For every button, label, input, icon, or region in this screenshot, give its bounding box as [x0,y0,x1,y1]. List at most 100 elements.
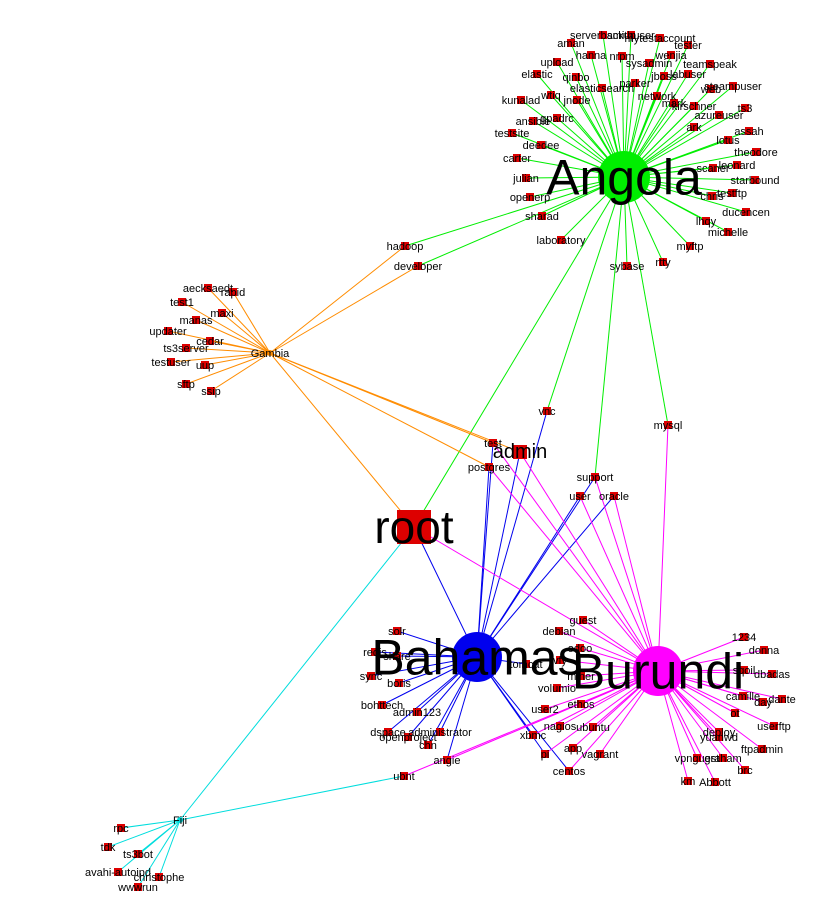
node-g12[interactable] [207,387,215,395]
node-a8[interactable] [618,52,626,60]
node-a35[interactable] [752,148,760,156]
node-a40[interactable] [751,176,759,184]
node-mysql[interactable] [664,421,672,429]
node-u16[interactable] [739,692,747,700]
hub-fiji[interactable] [177,817,183,823]
node-u29[interactable] [556,656,564,664]
node-u17[interactable] [778,695,786,703]
node-a12[interactable] [533,70,541,78]
node-b3[interactable] [393,652,401,660]
node-u8[interactable] [556,722,564,730]
node-ubnt[interactable] [400,772,408,780]
node-g2[interactable] [229,288,237,296]
node-a4[interactable] [656,34,664,42]
node-u9[interactable] [589,723,597,731]
node-g10[interactable] [201,361,209,369]
node-a5[interactable] [587,51,595,59]
node-f5[interactable] [155,873,163,881]
node-a32[interactable] [745,127,753,135]
node-a31[interactable] [508,129,516,137]
hub-bahamas[interactable] [452,632,502,682]
node-u18[interactable] [759,698,767,706]
node-root[interactable] [397,510,431,544]
node-u14[interactable] [740,666,748,674]
node-admin[interactable] [513,445,527,459]
node-b13[interactable] [529,731,537,739]
node-a23[interactable] [653,92,661,100]
node-a39[interactable] [522,174,530,182]
node-a45[interactable] [538,212,546,220]
node-u6[interactable] [577,700,585,708]
node-a20[interactable] [517,96,525,104]
node-u5[interactable] [553,684,561,692]
node-u1[interactable] [579,616,587,624]
node-a36[interactable] [513,154,521,162]
node-b9[interactable] [436,728,444,736]
node-g6[interactable] [164,327,172,335]
node-hadoop[interactable] [401,242,409,250]
node-a30[interactable] [690,123,698,131]
node-u7[interactable] [541,705,549,713]
node-a6[interactable] [667,51,675,59]
hub-gambia[interactable] [267,350,273,356]
node-b14[interactable] [541,750,549,758]
node-b12[interactable] [443,756,451,764]
node-a13[interactable] [660,72,668,80]
node-b16[interactable] [522,660,530,668]
node-u20[interactable] [770,722,778,730]
node-b2[interactable] [371,648,379,656]
node-f1[interactable] [117,824,125,832]
node-a19[interactable] [707,85,715,93]
node-g3[interactable] [178,298,186,306]
node-vnc[interactable] [543,407,551,415]
node-a46[interactable] [702,217,710,225]
node-f3[interactable] [134,850,142,858]
node-a47[interactable] [724,228,732,236]
node-a21[interactable] [547,91,555,99]
hub-burundi[interactable] [633,646,683,696]
node-a2[interactable] [599,31,607,39]
node-u23[interactable] [758,745,766,753]
node-a1[interactable] [567,39,575,47]
node-a50[interactable] [659,258,667,266]
node-b15[interactable] [565,767,573,775]
node-b1[interactable] [393,627,401,635]
node-u24[interactable] [693,754,701,762]
node-f4[interactable] [114,868,122,876]
node-a22[interactable] [573,96,581,104]
node-a37[interactable] [733,161,741,169]
node-u2[interactable] [555,627,563,635]
node-a14[interactable] [684,70,692,78]
node-b8[interactable] [384,728,392,736]
node-g4[interactable] [218,309,226,317]
node-g1[interactable] [204,284,212,292]
node-b7[interactable] [413,708,421,716]
node-a44[interactable] [742,208,750,216]
node-b5[interactable] [395,679,403,687]
node-g11[interactable] [182,380,190,388]
node-test[interactable] [489,439,497,447]
node-u22[interactable] [715,733,723,741]
node-u28[interactable] [711,778,719,786]
node-a10[interactable] [645,59,653,67]
node-u3[interactable] [576,644,584,652]
node-a28[interactable] [553,114,561,122]
node-support[interactable] [591,473,599,481]
node-a26[interactable] [741,104,749,112]
node-a33[interactable] [537,141,545,149]
node-b10[interactable] [404,733,412,741]
node-u10[interactable] [569,744,577,752]
node-u13[interactable] [760,646,768,654]
node-developer[interactable] [414,262,422,270]
node-b4[interactable] [367,672,375,680]
node-a15[interactable] [572,73,580,81]
node-g7[interactable] [206,337,214,345]
node-u4[interactable] [577,672,585,680]
node-a41[interactable] [708,192,716,200]
node-a17[interactable] [598,84,606,92]
node-a43[interactable] [526,193,534,201]
node-a3[interactable] [627,31,635,39]
node-a16[interactable] [631,79,639,87]
node-u19[interactable] [731,709,739,717]
hub-angola[interactable] [598,151,650,203]
